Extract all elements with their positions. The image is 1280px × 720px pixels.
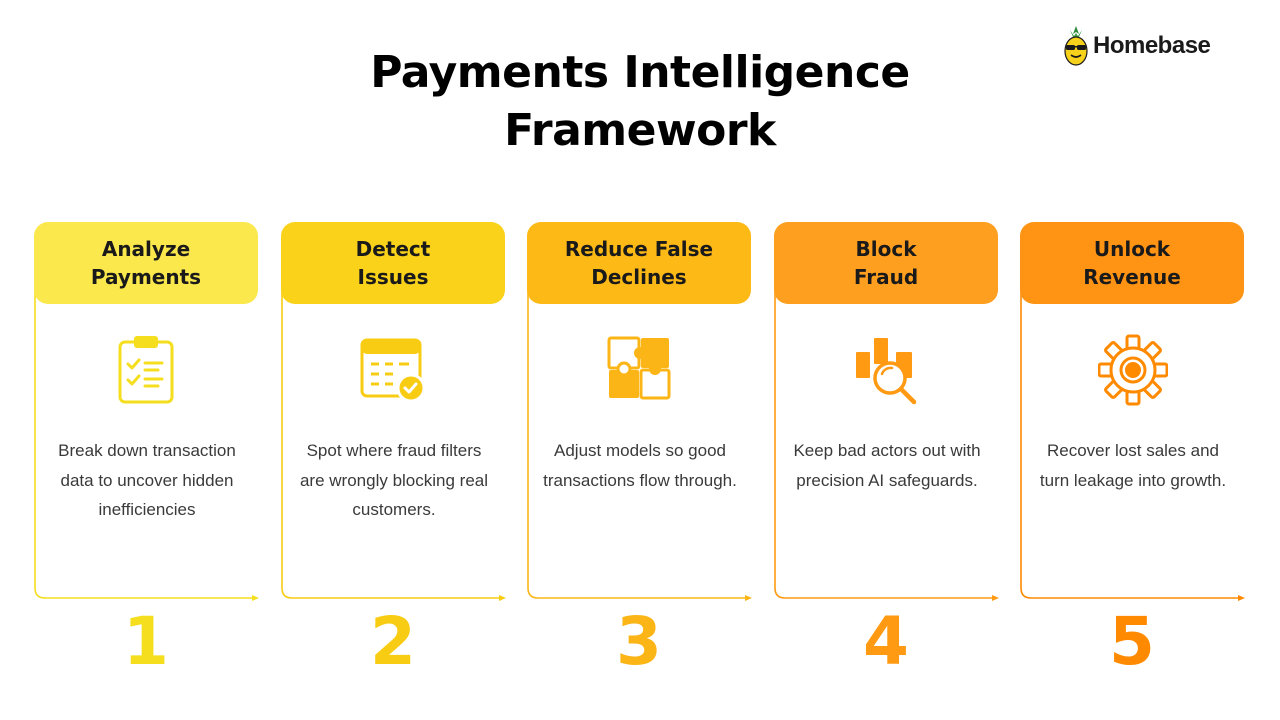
step-number: 4 <box>863 603 909 680</box>
step-title-line-1: Block <box>855 237 917 261</box>
puzzle-pieces-icon <box>607 336 671 400</box>
calendar-check-icon <box>360 338 426 403</box>
step-title-line-2: Declines <box>591 265 687 289</box>
title-line-2: Framework <box>504 105 776 156</box>
step-title-line-2: Payments <box>90 265 202 289</box>
step-title-line-1: Detect <box>355 237 431 261</box>
brand-logo: Homebase <box>1062 24 1232 68</box>
step-title-line-1: Unlock <box>1093 237 1171 261</box>
step-title-line-2: Issues <box>357 265 429 289</box>
step-description: Adjust models so good transactions flow … <box>543 441 737 490</box>
step-number: 3 <box>616 603 662 680</box>
step-title-line-2: Fraud <box>853 265 919 289</box>
step-title-line-1: Reduce False <box>564 237 714 261</box>
step-number: 2 <box>370 603 416 680</box>
page-title: Payments Intelligence Framework <box>240 44 1040 160</box>
step-number: 1 <box>123 603 169 680</box>
brand-name: Homebase <box>1093 32 1211 59</box>
step-description: Break down transaction data to uncover h… <box>58 441 236 519</box>
step-description: Recover lost sales and turn leakage into… <box>1039 441 1227 490</box>
step-title-line-2: Revenue <box>1083 265 1181 289</box>
step-description: Spot where fraud filters are wrongly blo… <box>299 441 489 519</box>
step-description: Keep bad actors out with precision AI sa… <box>793 441 981 490</box>
chart-magnifier-icon <box>856 338 917 405</box>
pineapple-icon <box>1064 26 1088 66</box>
gear-icon <box>1098 334 1168 406</box>
title-line-1: Payments Intelligence <box>370 47 910 98</box>
clipboard-checklist-icon <box>118 336 174 404</box>
step-number: 5 <box>1109 603 1155 680</box>
step-title-line-1: Analyze <box>101 237 191 261</box>
